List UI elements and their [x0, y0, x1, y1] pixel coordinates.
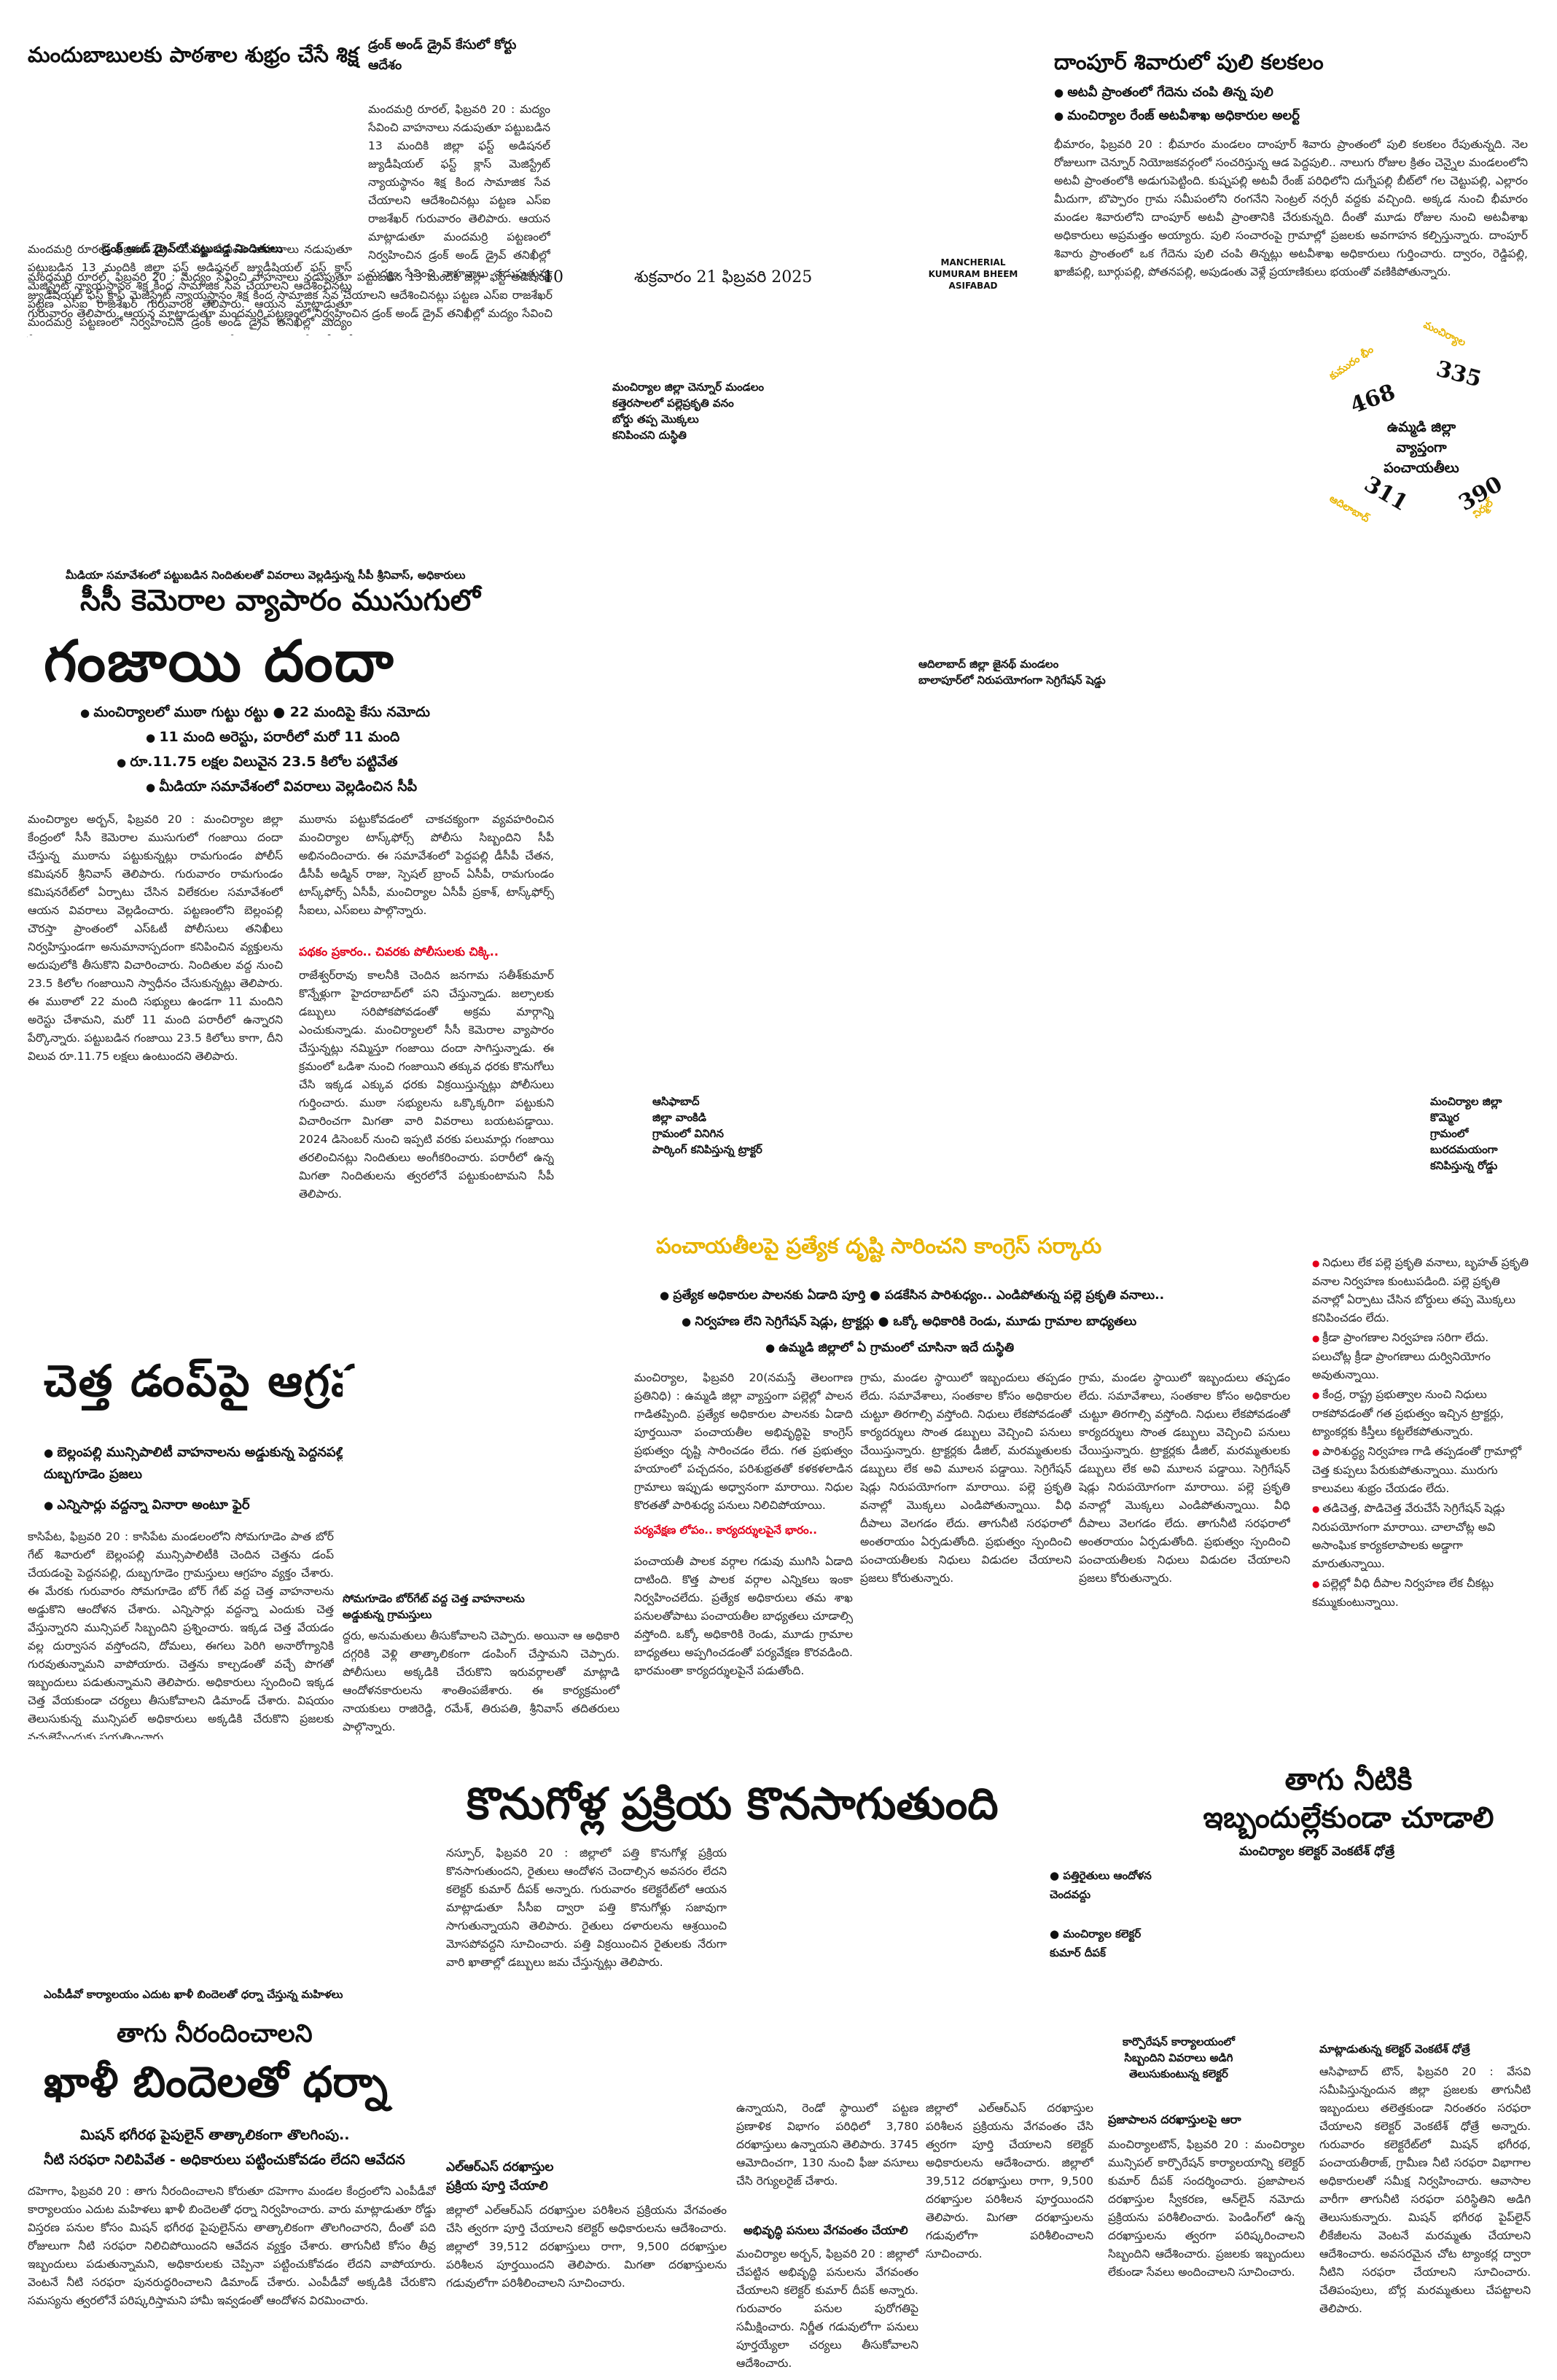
art7-subtitle: మంచిర్యాల కలెక్టర్ వెంకటేశ్ ధోత్రే: [1239, 1844, 1395, 1859]
art5-title: పంచాయతీలపై ప్రత్యేక దృష్టి సారించని కాంగ…: [656, 1233, 1102, 1258]
art6-col3: మంచిర్యాలటౌన్, ఫిబ్రవరి 20 : మంచిర్యాల మ…: [1108, 2138, 1305, 2279]
art2-bullet-2: మంచిర్యాల రేంజ్ అటవీశాఖ అధికారుల అలర్ట్: [1054, 105, 1300, 127]
art5-red-item: క్రీడా ప్రాంగణాల నిర్వహణ సరిగా లేదు. పలు…: [1312, 1329, 1531, 1384]
art8-bullet-2: నీటి సరఫరా నిలిపివేత - అధికారులు పట్టించ…: [44, 2152, 405, 2168]
art6-col2: ఉన్నాయని, రెండో స్థాయిలో పట్టణ ప్రణాళిక …: [736, 2102, 918, 2188]
art6-bullet-2: మంచిర్యాల కలెక్టర్ కుమార్ దీపక్: [1050, 1924, 1159, 1962]
art6-caption: కార్పొరేషన్ కార్యాలయంలో సిబ్బందిని వివరా…: [1123, 2035, 1235, 2080]
art5-red-item: తడిచెత్త, పొడిచెత్త వేరుచేసే సెగ్రిగేషన్…: [1312, 1499, 1531, 1573]
art5-bullet-3: ఉమ్మడి జిల్లాలో ఏ గ్రామంలో చూసినా ఇదే దు…: [765, 1335, 1014, 1360]
art1-title: మందుబాబులకు పాఠశాల శుభ్రం చేసే శిక్ష: [28, 42, 359, 67]
art6-col1: నస్పూర్, ఫిబ్రవరి 20 : జిల్లాలో పత్తి కొ…: [446, 1846, 727, 1969]
caption-kattera: మంచిర్యాల జిల్లా చెన్నూర్ మండలం కత్తెరసా…: [612, 381, 765, 442]
art2-bullet-1: అటవీ ప్రాంతంలో గేదెను చంపి తిన్న పులి: [1054, 82, 1273, 104]
art8-bullet-1: మిషన్ భగీరథ పైపులైన్ తాత్కాలికంగా తొలగిం…: [80, 2127, 350, 2143]
art1-body-side: మందమర్రి రూరల్, ఫిబ్రవరి 20 : మద్యం సేవి…: [368, 103, 550, 280]
art6-sub1: ఎల్‌ఆర్ఎస్ దరఖాస్తుల ప్రక్రియ పూర్తి చేయ…: [446, 2160, 554, 2193]
photo-kattera: [28, 335, 582, 554]
art6-photo: [736, 1844, 1035, 2092]
badge-label-2: మంచిర్యాల: [1421, 319, 1468, 349]
art3-bullet-2: 11 మంది అరెస్టు, పరారీలో మరో 11 మంది: [146, 725, 399, 750]
art4-body: కాసిపేట, ఫిబ్రవరి 20 : కాసిపేట మండలంలోని…: [28, 1530, 334, 1739]
art3-title2: గంజాయి దందా: [44, 628, 395, 695]
art3-red-sub: పథకం ప్రకారం.. చివరకు పోలీసులకు చిక్కి..: [299, 945, 499, 959]
art6-col2c: జిల్లాలో ఎల్‌ఆర్ఎస్ దరఖాస్తుల పరిశీలన ప్…: [926, 2102, 1093, 2260]
art7-caption: మాట్లాడుతున్న కలెక్టర్ వెంకటేశ్ ధోత్రే: [1319, 2042, 1470, 2056]
art1-photo: [28, 82, 352, 242]
art6-col1b: జిల్లాలో ఎల్‌ఆర్ఎస్ దరఖాస్తుల పరిశీలన ప్…: [446, 2204, 727, 2290]
panchayat-badge: కుమురం భీం మంచిర్యాల ఆదిలాబాద్ నిర్మల్ 4…: [1312, 306, 1531, 539]
art3-kicker: మీడియా సమావేశంలో పట్టుబడిన నిందితులతో వి…: [66, 569, 466, 582]
badge-label-3: ఆదిలాబాద్: [1327, 493, 1372, 526]
art5-col1: మంచిర్యాల, ఫిబ్రవరి 20(నమస్తే తెలంగాణ ప్…: [634, 1371, 853, 1512]
badge-label-1: కుమురం భీం: [1327, 343, 1376, 383]
art5-red-item: నిధులు లేక పల్లె ప్రకృతి వనాలు, బృహత్ ప్…: [1312, 1254, 1531, 1327]
art5-col1b: పంచాయతీ పాలక వర్గాల గడువు ముగిసి ఏడాది ద…: [634, 1555, 853, 1677]
badge-num-1: 468: [1346, 379, 1399, 419]
art5-red-item: పారిశుద్ధ్య నిర్వహణ గాడి తప్పడంతో గ్రామా…: [1312, 1443, 1531, 1498]
art5-col3: గ్రామ, మండల స్థాయిలో ఇబ్బందులు తప్పడం లే…: [1079, 1371, 1290, 1585]
art3-col2: ముఠాను పట్టుకోవడంలో చాకచక్యంగా వ్యవహరించ…: [299, 813, 554, 917]
art8-body: దహెగాం, ఫిబ్రవరి 20 : తాగు నీరందించాలని …: [28, 2185, 436, 2307]
art4-title: చెత్త డంప్‌పై ఆగ్రహం: [44, 1356, 399, 1407]
caption-kommera: మంచిర్యాల జిల్లా కొమ్మెర గ్రామంలో బురదమయ…: [1430, 1095, 1502, 1172]
art3-bullet-4: మీడియా సమావేశంలో వివరాలు వెల్లడించిన సీప…: [146, 774, 417, 800]
art7-body: ఆసిఫాబాద్ టౌన్, ఫిబ్రవరి 20 : వేసవి సమీప…: [1319, 2065, 1531, 2315]
art8-photo: [28, 1757, 436, 1975]
art2-title: దాంపూర్ శివారులో పులి కలకలం: [1054, 50, 1324, 74]
page-date: శుక్రవారం 21 ఫిబ్రవరి 2025: [634, 268, 813, 286]
art6-col2b: మంచిర్యాల అర్బన్, ఫిబ్రవరి 20 : జిల్లాలో…: [736, 2247, 918, 2369]
art4-bullet-2: ఎన్నిసార్లు వద్దన్నా వినారా అంటూ ఫైర్: [44, 1493, 249, 1518]
art7-photo: [1319, 1873, 1531, 2026]
art8-title2: ఖాళీ బిందెలతో ధర్నా: [44, 2057, 388, 2107]
art4-body2: ద్దరు, అనుమతులు తీసుకోవాలని చెప్పారు. అయ…: [343, 1629, 620, 1733]
badge-center: ఉమ్మడి జిల్లా వ్యాప్తంగా పంచాయతీలు: [1384, 419, 1459, 476]
art3-col2b: రాజేశ్వర్‌రావు కాలనీకి చెందిన జనగామ సతీశ…: [299, 969, 554, 1201]
art3-bullet-1: మంచిర్యాలలో ముఠా గుట్టు రట్టు ● 22 మందిప…: [80, 700, 430, 725]
art4-caption: సోమగూడెం బోర్‌గేట్ వద్ద చెత్త వాహనాలను అ…: [343, 1592, 525, 1621]
art1-photo-caption: డ్రంక్ అండ్ డ్రైవ్‌లో పట్టుబడ్డ నిందితుల…: [102, 241, 283, 255]
art5-col2: గ్రామ, మండల స్థాయిలో ఇబ్బందులు తప్పడం లే…: [860, 1371, 1072, 1585]
art5-red-item: కేంద్ర, రాష్ట్ర ప్రభుత్వాల నుంచి నిధులు …: [1312, 1386, 1531, 1441]
art5-bullet-2: నిర్వహణ లేని సెగ్రిగేషన్ షెడ్లు, ట్రాక్ట…: [682, 1309, 1136, 1334]
art5-red-list: నిధులు లేక పల్లె ప్రకృతి వనాలు, బృహత్ ప్…: [1312, 1254, 1531, 1735]
art7-title: తాగు నీటికి ఇబ్బందుల్లేకుండా చూడాలి: [1203, 1763, 1494, 1835]
page-number: 10: [543, 268, 563, 286]
art6-sub2: అభివృద్ధి పనులు వేగవంతం చేయాలి: [744, 2223, 908, 2237]
art8-title1: తాగు నీరందించాలని: [117, 2019, 313, 2048]
art1-body-bottom: మందమర్రి రూరల్, ఫిబ్రవరి 20 : మద్యం సేవి…: [28, 270, 553, 320]
caption-wankidi: ఆసిఫాబాద్ జిల్లా వాంకిడి గ్రామంలో వినిగి…: [652, 1095, 762, 1156]
art5-red-item: పల్లెల్లో వీధి దీపాల నిర్వహణ లేక చీకట్లు…: [1312, 1575, 1531, 1612]
art3-title1: సీసీ కెమెరాల వ్యాపారం ముసుగులో: [80, 583, 480, 617]
art5-red-sub: పర్యవేక్షణ లోపం.. కార్యదర్శులపైనే భారం..: [634, 1523, 817, 1537]
photo-balapur: [765, 335, 1276, 649]
edition-name: MANCHERIAL KUMURAM BHEEM ASIFABAD: [928, 257, 1018, 291]
art6-sub3: ప్రజాపాలన దరఖాస్తులపై ఆరా: [1108, 2112, 1241, 2126]
art3-col1: మంచిర్యాల అర్బన్, ఫిబ్రవరి 20 : మంచిర్యా…: [28, 813, 283, 1063]
art2-body: భీమారం, ఫిబ్రవరి 20 : భీమారం మండలం దాంపూ…: [1054, 138, 1528, 278]
art6-title: కొనుగోళ్ల ప్రక్రియ కొనసాగుతుంది: [467, 1779, 999, 1830]
photo-wankidi: [583, 700, 1166, 1006]
art6-bullet-1: పత్తిరైతులు ఆందోళన చెందవద్దు: [1050, 1866, 1159, 1904]
art4-bullet-1: బెల్లంపల్లి మున్సిపాలిటీ వాహనాలను అడ్డుక…: [44, 1442, 394, 1486]
art3-bullet-3: రూ.11.75 లక్షల విలువైన 23.5 కిలోల పట్టివ…: [117, 749, 397, 775]
art4-photo: [343, 1370, 612, 1575]
art1-side-title: డ్రంక్ అండ్ డ్రైవ్ కేసులో కోర్టు ఆదేశం: [368, 37, 517, 73]
badge-num-2: 335: [1433, 356, 1485, 393]
caption-balapur: ఆదిలాబాద్ జిల్లా జైనథ్ మండలం బాలాపూర్‌లో…: [918, 658, 1106, 687]
art5-bullet-1: ప్రత్యేక అధికారుల పాలనకు ఏడాది పూర్తి ● …: [660, 1283, 1164, 1308]
art8-kicker: ఎంపీడీవో కార్యాలయం ఎదుట ఖాళీ బిందెలతో ధర…: [44, 1988, 343, 2001]
